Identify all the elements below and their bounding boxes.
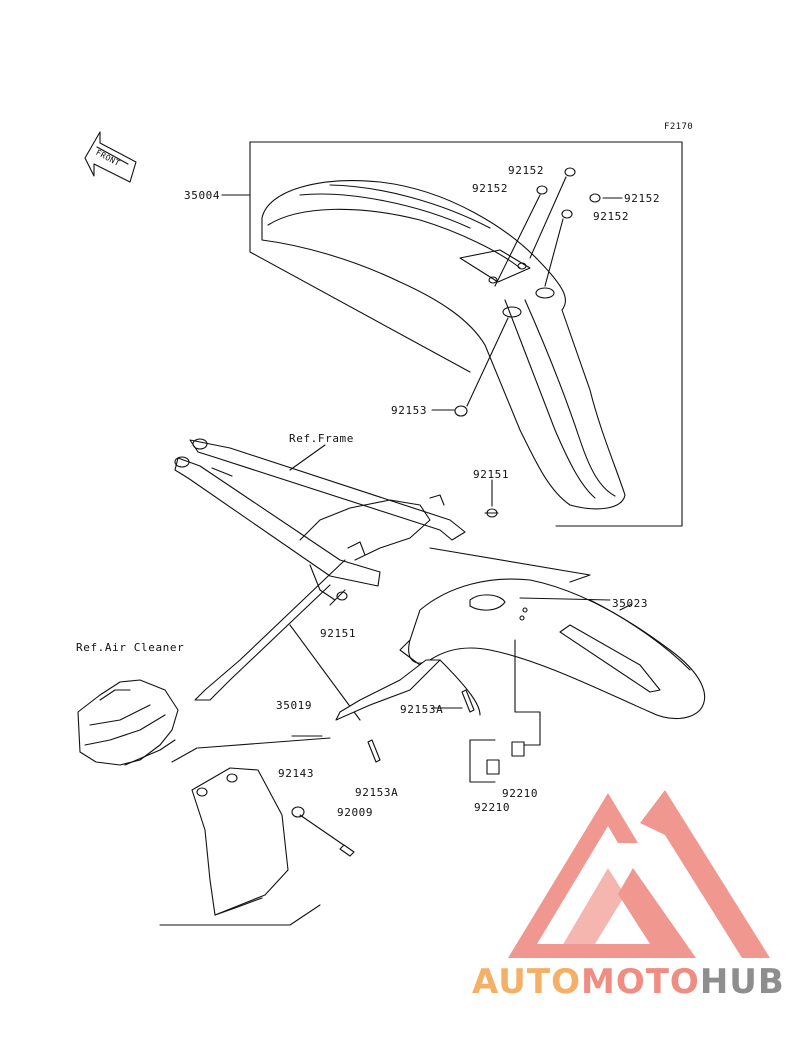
part-label-92152-d: 92152	[593, 210, 630, 223]
watermark-text: AUTOMOTOHUB	[472, 962, 785, 1002]
ref-air-cleaner-label: Ref.Air Cleaner	[76, 641, 185, 654]
ref-frame-label: Ref.Frame	[289, 432, 355, 445]
part-label-92152-c: 92152	[624, 192, 661, 205]
air-cleaner-reference	[77, 679, 179, 766]
front-arrow-icon	[84, 131, 137, 183]
part-label-92009: 92009	[337, 806, 374, 819]
flap-shape	[335, 659, 441, 721]
part-label-92153: 92153	[391, 404, 428, 417]
flap-frame-top	[197, 737, 331, 749]
frame-rails	[174, 438, 466, 701]
part-label-92152-a: 92152	[508, 164, 545, 177]
part-label-92153a-b: 92153A	[355, 786, 399, 799]
watermark-logo-icon	[508, 790, 770, 958]
part-label-rear-fender: 35023	[612, 597, 649, 610]
mudguard-shape	[159, 767, 321, 926]
figure-code: F2170	[664, 122, 694, 132]
front-fender-frame-left	[249, 141, 471, 373]
part-label-flap: 35019	[276, 699, 313, 712]
front-fender-frame	[249, 141, 683, 527]
watermark-part-3: HUB	[699, 962, 785, 1002]
rear-fender-shape	[399, 578, 706, 720]
front-fender-shape	[261, 180, 626, 510]
part-label-front-fender: 35004	[184, 189, 221, 202]
part-label-92210-b: 92210	[474, 801, 511, 814]
part-label-92153a-a: 92153A	[400, 703, 444, 716]
watermark-part-2: MOTO	[580, 962, 700, 1002]
part-label-92151-b: 92151	[320, 627, 357, 640]
part-label-92152-b: 92152	[472, 182, 509, 195]
watermark-part-1: AUTO	[472, 962, 581, 1002]
part-label-92210-a: 92210	[502, 787, 539, 800]
part-label-92151-a: 92151	[473, 468, 510, 481]
part-label-mudguard: 92143	[278, 767, 315, 780]
